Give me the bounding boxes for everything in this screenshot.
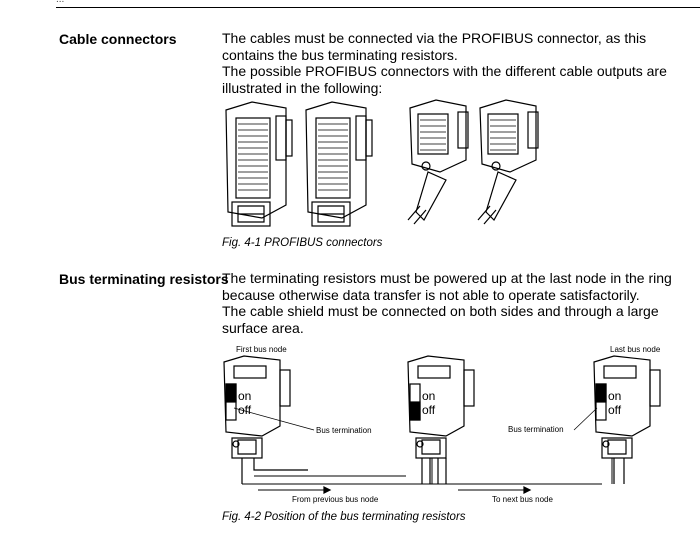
leader-bus-termination-left bbox=[233, 407, 315, 431]
bus-node-first bbox=[223, 355, 308, 484]
connector-angled-right bbox=[477, 99, 539, 225]
label-last-bus-node: Last bus node bbox=[610, 345, 661, 354]
label-bus-termination-left: Bus termination bbox=[316, 426, 372, 435]
label-from-previous: From previous bus node bbox=[292, 495, 379, 504]
switch-on-label-middle: on bbox=[422, 389, 435, 403]
switch-on-label-last: on bbox=[608, 389, 621, 403]
cable-bus-line bbox=[242, 458, 625, 485]
label-to-next: To next bus node bbox=[492, 495, 553, 504]
paragraph-cable-2: The possible PROFIBUS connectors with th… bbox=[222, 63, 667, 96]
paragraph-bus-1: The terminating resistors must be powere… bbox=[222, 270, 672, 303]
bus-node-last bbox=[593, 355, 661, 484]
label-bus-termination-right: Bus termination bbox=[508, 425, 564, 434]
figure-bus-termination: First bus node Last bus node on off on o… bbox=[223, 345, 661, 504]
switch-off-label-last: off bbox=[608, 403, 622, 417]
paragraph-bus-2: The cable shield must be connected on bo… bbox=[222, 303, 659, 336]
switch-off-label-middle: off bbox=[422, 403, 436, 417]
switch-on-label-first: on bbox=[238, 389, 251, 403]
section-title-bus-terminating: Bus terminating resistors bbox=[59, 271, 229, 287]
switch-off-label-first: off bbox=[238, 403, 252, 417]
bus-node-middle bbox=[407, 355, 475, 484]
connector-straight-right bbox=[305, 101, 373, 227]
figure-profibus-connectors bbox=[225, 99, 539, 227]
header-rule bbox=[56, 7, 700, 8]
figure-caption-4-1: Fig. 4-1 PROFIBUS connectors bbox=[222, 237, 383, 249]
figure-caption-4-2: Fig. 4-2 Position of the bus terminating… bbox=[222, 511, 466, 523]
paragraph-cable-1: The cables must be connected via the PRO… bbox=[222, 30, 647, 63]
section-title-cable-connectors: Cable connectors bbox=[59, 31, 177, 47]
page-header-fragment: ... bbox=[56, 0, 64, 5]
leader-bus-termination-right bbox=[573, 407, 598, 431]
connector-straight-left bbox=[225, 101, 293, 227]
connector-angled-left bbox=[407, 99, 469, 225]
label-first-bus-node: First bus node bbox=[236, 345, 287, 354]
